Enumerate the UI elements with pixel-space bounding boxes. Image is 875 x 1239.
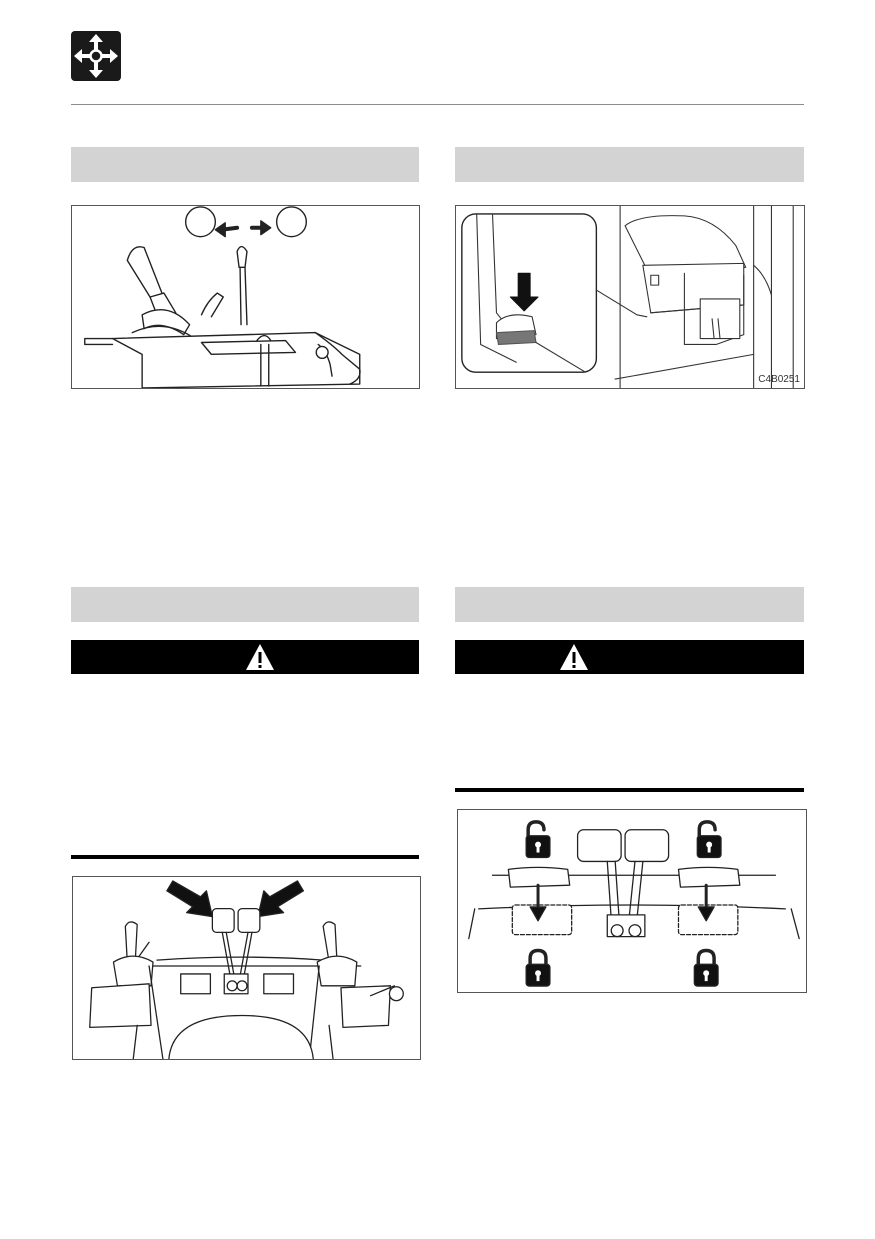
section-heading-bar — [455, 147, 804, 182]
section-divider — [71, 855, 419, 859]
warning-bar — [71, 640, 419, 674]
cab-floor-illustration — [461, 206, 794, 388]
unlocked-padlock-icon — [696, 820, 722, 859]
section-heading-bar — [71, 147, 419, 182]
lock-levers-illustration — [468, 820, 800, 987]
locked-padlock-icon — [525, 948, 551, 987]
section-divider — [455, 788, 804, 792]
cab-floor-figure: C4B0251 — [455, 205, 805, 389]
warning-triangle-icon — [246, 644, 274, 670]
control-lever-illustration — [84, 206, 361, 388]
lock-levers-figure — [457, 809, 807, 993]
travel-levers-illustration — [89, 880, 404, 1059]
locked-padlock-icon — [693, 948, 719, 987]
section-heading-bar — [71, 587, 419, 622]
warning-triangle-icon — [560, 644, 588, 670]
header-divider — [71, 104, 804, 105]
lever-shift-figure — [71, 205, 420, 389]
four-way-arrows-icon — [71, 31, 121, 81]
figure-code: C4B0251 — [758, 374, 800, 385]
unlocked-padlock-icon — [525, 820, 551, 859]
travel-levers-figure — [72, 876, 421, 1060]
section-heading-bar — [455, 587, 804, 622]
warning-bar — [455, 640, 804, 674]
